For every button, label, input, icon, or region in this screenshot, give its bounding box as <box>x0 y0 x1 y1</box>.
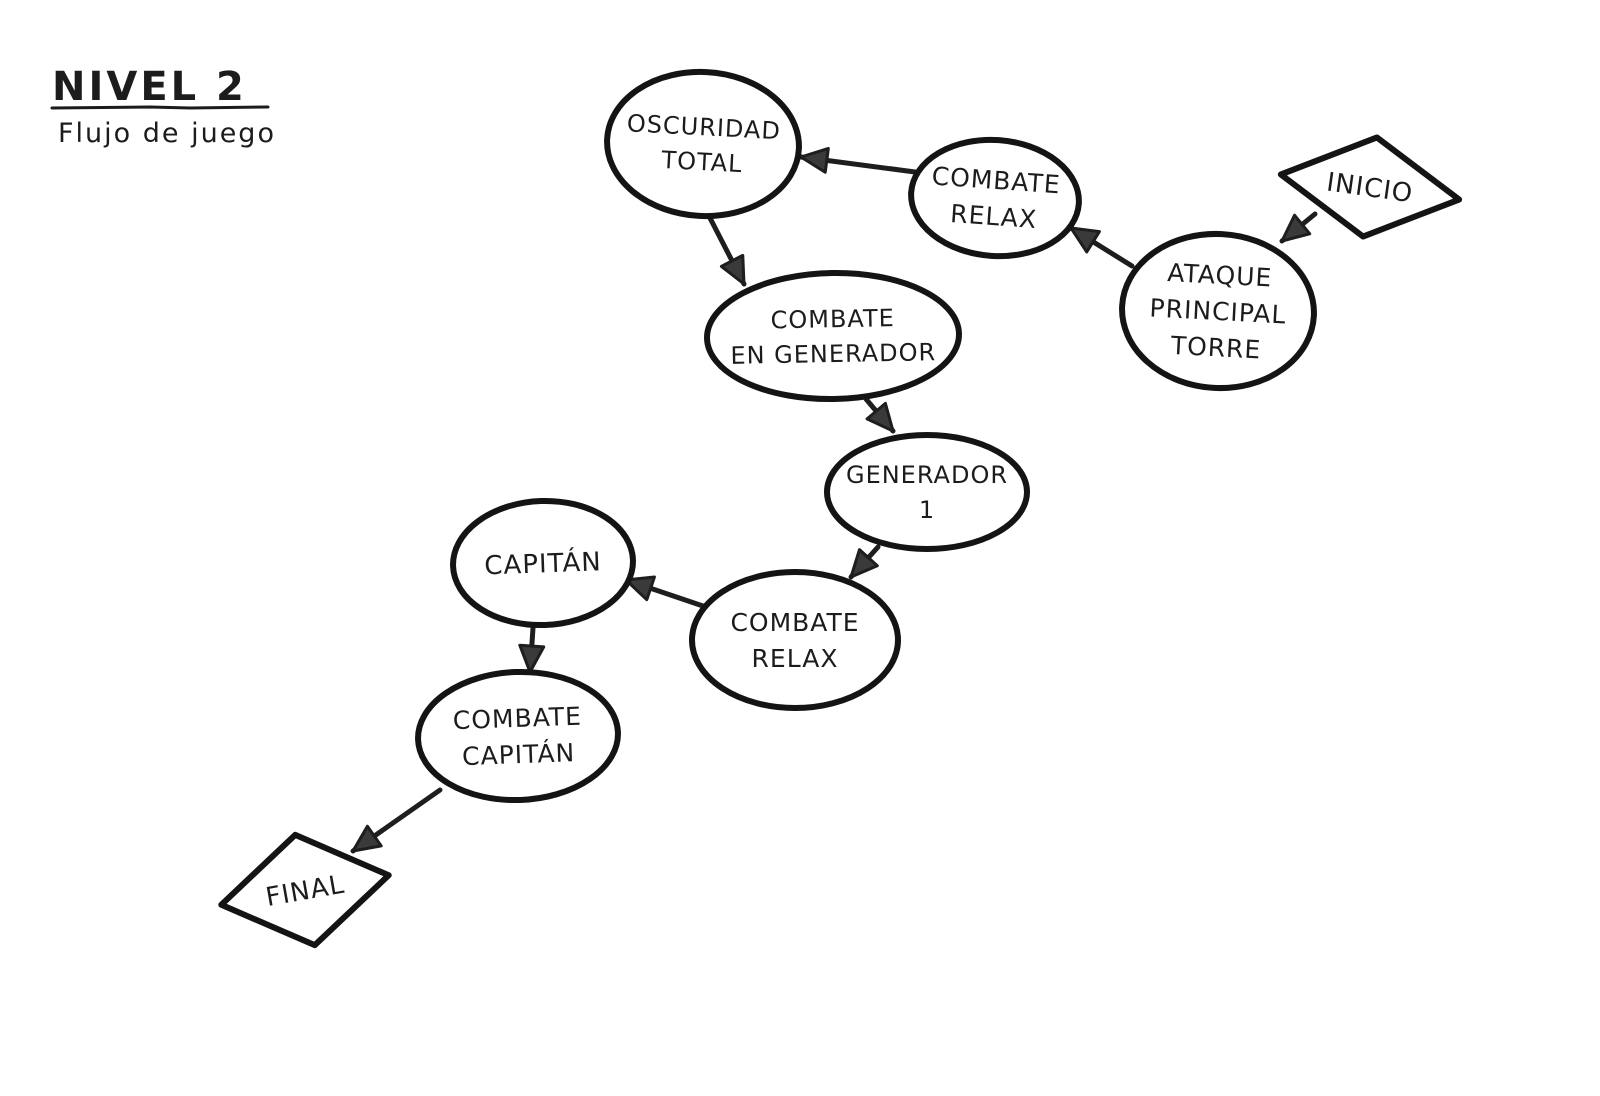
flow-arrow-inicio-to-ataque <box>1279 211 1318 244</box>
node-label-line: COMBATE <box>770 304 895 334</box>
node-final[interactable]: FINAL <box>212 820 399 960</box>
node-generador1[interactable]: GENERADOR 1 <box>824 432 1030 552</box>
diagram-title: NIVEL 2 <box>52 64 247 110</box>
node-label-line: GENERADOR <box>846 461 1008 489</box>
node-label-line: TOTAL <box>660 146 743 178</box>
arrowhead-icon <box>865 401 895 433</box>
edges-layer <box>350 146 1318 854</box>
node-label-line: CAPITÁN <box>484 545 602 581</box>
node-label-line: RELAX <box>752 644 839 673</box>
ellipse-shape <box>704 269 962 403</box>
flow-arrow-generador-combate-to-generador1 <box>863 396 896 434</box>
arrowhead-icon <box>1280 213 1312 243</box>
ellipse-shape <box>1119 230 1317 392</box>
diagram-subtitle: Flujo de juego <box>58 118 276 149</box>
ellipse-shape <box>415 668 621 804</box>
flow-arrow-capitan-to-capitan-combate <box>518 625 546 675</box>
node-label-line: EN GENERADOR <box>730 338 936 370</box>
node-generador-combate[interactable]: COMBATE EN GENERADOR <box>704 269 962 403</box>
diamond-shape <box>1277 134 1463 240</box>
node-label-line: PRINCIPAL <box>1149 293 1287 329</box>
node-relax2[interactable]: COMBATE RELAX <box>689 569 901 711</box>
node-label-line: RELAX <box>949 199 1038 234</box>
flow-arrow-oscuridad-to-generador-combate <box>707 215 747 287</box>
diagram-header: NIVEL 2 Flujo de juego <box>50 64 276 149</box>
ellipse-shape <box>604 68 802 220</box>
flow-arrow-relax2-to-capitan <box>623 575 706 609</box>
node-capitan[interactable]: CAPITÁN <box>450 497 636 629</box>
arrowhead-icon <box>799 146 830 174</box>
ellipse-shape <box>450 497 636 629</box>
ellipse-shape <box>908 136 1082 260</box>
arrowhead-icon <box>624 575 656 602</box>
flow-arrow-relax1-to-oscuridad <box>798 146 918 175</box>
node-label-line: ATAQUE <box>1167 258 1273 292</box>
flow-arrow-ataque-to-relax1 <box>1068 225 1135 269</box>
diamond-shape <box>218 831 392 949</box>
node-label-line: COMBATE <box>452 702 582 735</box>
flow-arrow-capitan-combate-to-final <box>350 787 443 854</box>
arrowhead-icon <box>719 253 746 286</box>
arrowhead-icon <box>518 643 546 674</box>
arrowhead-icon <box>351 824 383 853</box>
flow-arrow-generador1-to-relax2 <box>848 544 881 580</box>
ellipse-shape <box>824 432 1030 552</box>
node-label-line: CAPITÁN <box>462 738 576 771</box>
title-underline <box>50 105 270 110</box>
node-inicio[interactable]: INICIO <box>1274 125 1466 249</box>
arrowhead-icon <box>1069 226 1101 254</box>
arrowhead-icon <box>849 548 879 579</box>
node-label-line: COMBATE <box>730 608 859 637</box>
ellipse-shape <box>689 569 901 711</box>
node-label-line: TORRE <box>1169 331 1262 365</box>
node-label-line: 1 <box>919 496 935 524</box>
